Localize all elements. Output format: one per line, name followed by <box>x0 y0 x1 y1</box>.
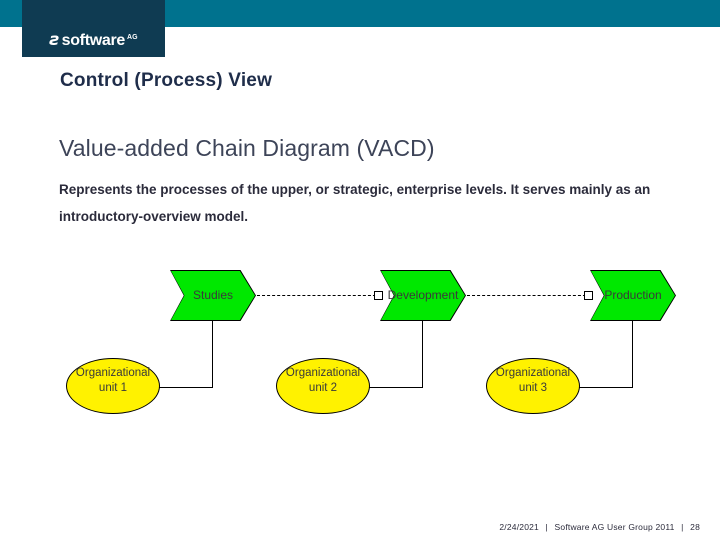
vacd-diagram: Studies Development Production Organizat… <box>0 250 720 440</box>
org-unit-shape-2[interactable] <box>276 358 370 414</box>
org-unit-shape-1[interactable] <box>66 358 160 414</box>
process-link-endpoint-development <box>374 291 383 300</box>
assignment-link-1-vertical <box>212 321 213 388</box>
logo-ag-suffix: AG <box>127 34 138 41</box>
process-link-endpoint-production <box>584 291 593 300</box>
footer-separator-1: | <box>545 522 548 532</box>
body-paragraph: Represents the processes of the upper, o… <box>59 182 651 224</box>
footer-separator-2: | <box>681 522 684 532</box>
logo-wordmark: software <box>61 32 126 49</box>
assignment-link-3-horizontal <box>568 387 633 388</box>
software-ag-logo: ƨ software AG <box>22 0 165 57</box>
process-link-development-production <box>467 295 591 296</box>
assignment-link-3-vertical <box>632 321 633 388</box>
process-shape-studies[interactable] <box>170 270 256 321</box>
software-ag-glyph-icon: ƨ <box>49 30 59 50</box>
process-link-studies-development <box>257 295 381 296</box>
assignment-link-2-vertical <box>422 321 423 388</box>
logo-lockup: ƨ software AG <box>22 32 165 49</box>
org-unit-shape-3[interactable] <box>486 358 580 414</box>
process-shape-development[interactable] <box>380 270 466 321</box>
process-shape-studies-fill <box>171 271 255 320</box>
assignment-link-2-horizontal <box>358 387 423 388</box>
process-shape-production-fill <box>591 271 675 320</box>
section-title: Value-added Chain Diagram (VACD) <box>59 135 435 161</box>
assignment-link-1-horizontal <box>148 387 213 388</box>
process-shape-production[interactable] <box>590 270 676 321</box>
slide-footer: 2/24/2021 | Software AG User Group 2011 … <box>497 522 702 532</box>
footer-page-number: 28 <box>690 522 700 532</box>
footer-date: 2/24/2021 <box>499 522 539 532</box>
page-title: Control (Process) View <box>60 70 273 91</box>
footer-event: Software AG User Group 2011 <box>554 522 675 532</box>
process-shape-development-fill <box>381 271 465 320</box>
